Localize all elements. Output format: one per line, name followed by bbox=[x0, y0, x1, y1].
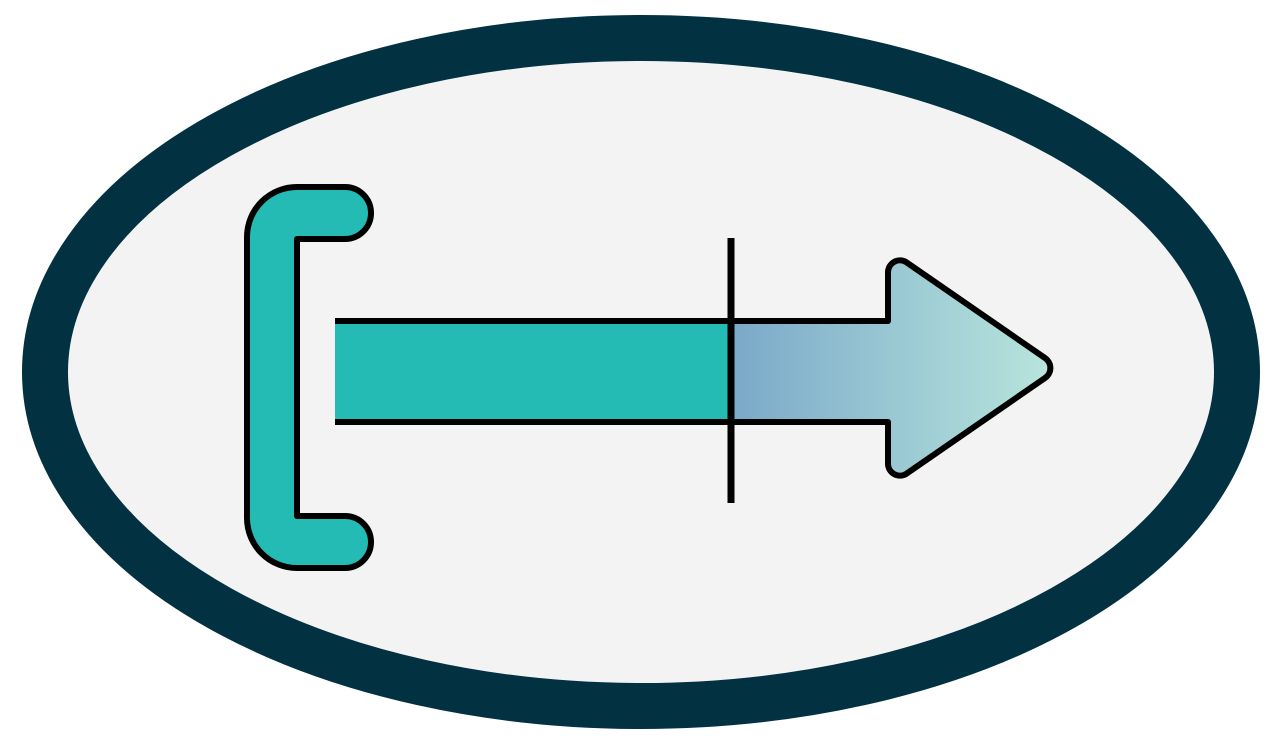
arrow-head bbox=[728, 257, 1054, 479]
arrow-shaft bbox=[335, 321, 731, 422]
bracket-shape bbox=[244, 184, 374, 571]
